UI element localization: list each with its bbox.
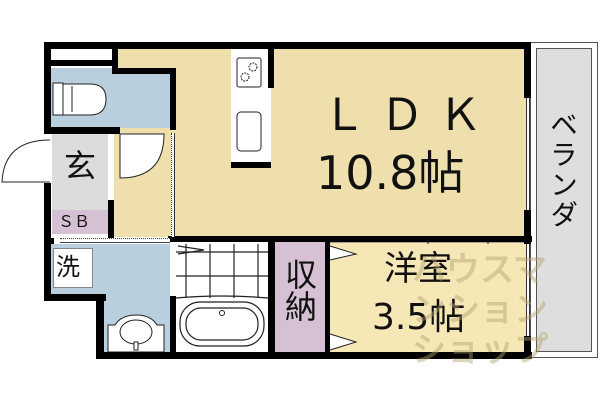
wall-right-mid — [524, 210, 531, 244]
washer-label: 洗 — [56, 253, 80, 281]
toilet-door-icon — [119, 133, 165, 179]
wall-toilet-right — [170, 68, 176, 130]
western-room-size: 3.5帖 — [372, 297, 466, 338]
wall-bottom — [96, 352, 532, 359]
watermark: ハウスマンション ショップ — [412, 250, 548, 370]
storage-label: 収納 — [280, 258, 318, 322]
toilet-icon — [52, 82, 107, 116]
wall-entrance-right — [108, 200, 114, 242]
wall-toilet-bottom — [44, 127, 120, 134]
wall-bath-left — [170, 296, 176, 356]
hall-partition — [171, 133, 175, 237]
ldk-window[interactable] — [526, 98, 530, 210]
entrance-door-icon — [1, 139, 51, 183]
wash-partition — [60, 238, 170, 243]
stove-icon — [236, 57, 262, 88]
wall-shelf-vert — [112, 48, 118, 72]
wall-wash-step — [44, 294, 106, 301]
western-window[interactable] — [526, 244, 530, 336]
wall-hall-right — [168, 236, 532, 242]
ldk-label: ＬＤＫ — [322, 90, 496, 141]
wall-sb-bottom — [44, 238, 54, 244]
washbasin-icon — [107, 314, 165, 353]
washer-space — [53, 248, 93, 288]
shoe-box — [52, 210, 108, 234]
shoe-box-label: ＳＢ — [58, 212, 91, 231]
wall-shelf — [44, 60, 116, 66]
entrance-label: 玄 — [64, 147, 97, 185]
wall-toilet-notch — [112, 68, 174, 74]
ldk-size: 10.8帖 — [316, 146, 465, 200]
wall-closet-right — [325, 242, 330, 356]
western-room-label: 洋室 — [384, 249, 452, 289]
wall-right-top — [524, 42, 531, 98]
balcony-label: ベランダ — [546, 110, 579, 230]
wall-bath-right — [268, 242, 275, 356]
ldk-room — [116, 48, 528, 236]
sink-icon — [236, 111, 262, 152]
balcony-floor — [536, 48, 592, 352]
wall-wash-left — [96, 294, 104, 358]
closet-door-icon — [329, 245, 358, 351]
wall-kitchen-bottom — [231, 162, 271, 168]
entrance — [52, 134, 108, 210]
wall-right-bottom — [524, 336, 531, 358]
bathtub-icon — [179, 301, 265, 347]
western-room — [330, 242, 526, 352]
wall-kitchen-right — [268, 48, 274, 88]
wall-left-top — [44, 42, 51, 134]
wall-top — [44, 42, 530, 49]
storage-closet — [275, 242, 325, 352]
bathroom-tile-grid — [175, 244, 269, 299]
